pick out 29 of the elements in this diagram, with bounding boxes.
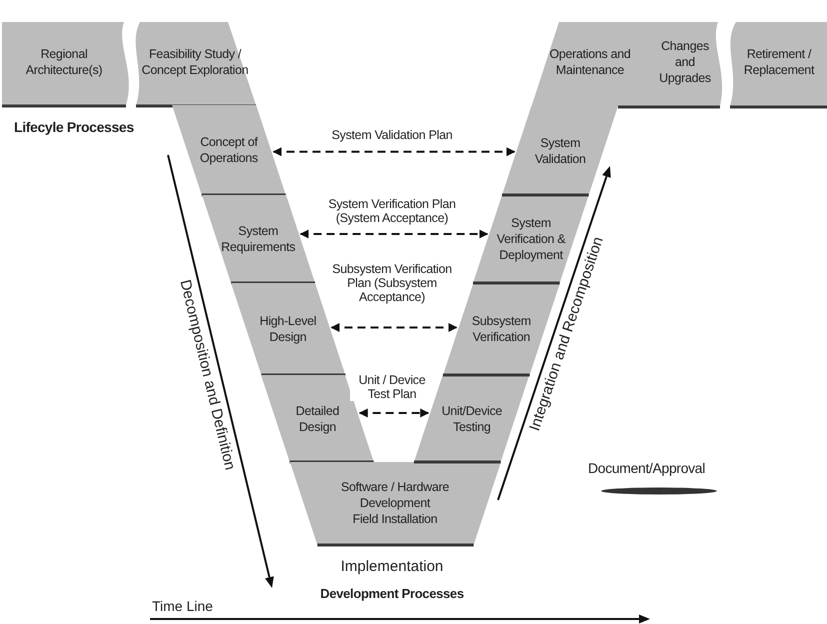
phase-label: Unit/Device Testing <box>440 402 504 434</box>
dashed-arrow <box>358 408 430 418</box>
phase-band <box>171 105 287 198</box>
text-label: Development Processes <box>320 585 464 603</box>
phase-band <box>230 283 346 378</box>
phase-band <box>134 20 258 110</box>
phase-label: Changes and Upgrades <box>658 38 712 86</box>
phase-label: System Validation <box>534 134 587 166</box>
phase-label: Detailed Design <box>294 402 340 434</box>
phase-label: Field Installation <box>352 511 438 527</box>
phase-label: Subsystem Verification <box>470 313 532 345</box>
dashed-arrow <box>272 147 516 156</box>
dashed-arrow <box>330 323 458 332</box>
phase-label: Retirement / Replacement <box>742 46 816 78</box>
phase-band <box>729 20 827 110</box>
phase-label: High-Level Design <box>258 313 318 345</box>
phase-band <box>288 462 502 548</box>
phase-label: System Requirements <box>220 223 296 255</box>
phase-label: Operations and Maintenance <box>548 46 632 78</box>
phase-label: Software / Hardware Development <box>340 479 450 511</box>
text-label: Implementation <box>340 558 444 576</box>
phase-label: Feasibility Study / Concept Exploration <box>140 46 250 78</box>
text-label: Time Line <box>152 597 213 615</box>
dashed-arrow <box>300 230 488 238</box>
text-label: Lifecyle Processes <box>14 118 134 136</box>
phase-label: Regional Architecture(s) <box>24 46 104 78</box>
phase-band <box>501 106 620 198</box>
phase-label: Concept of Operations <box>198 134 259 166</box>
legend-label: Document/Approval <box>588 459 706 478</box>
